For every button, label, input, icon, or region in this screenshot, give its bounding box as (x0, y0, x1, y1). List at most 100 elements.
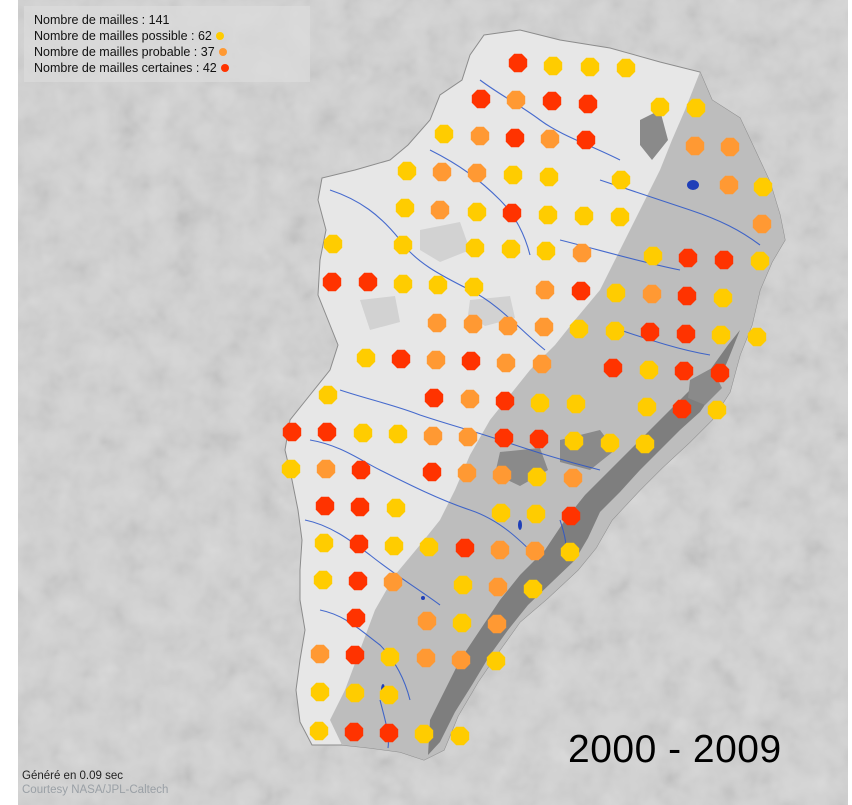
dot-probable (488, 577, 508, 597)
dot-possible (564, 431, 584, 451)
dot-possible (600, 433, 620, 453)
dot-possible (397, 161, 417, 181)
dot-possible (707, 400, 727, 420)
dot-possible (313, 570, 333, 590)
dot-certain (350, 497, 370, 517)
dot-possible (464, 277, 484, 297)
dot-certain (714, 250, 734, 270)
period-label: 2000 - 2009 (568, 728, 782, 771)
dot-certain (542, 91, 562, 111)
dot-possible (574, 206, 594, 226)
dot-possible (650, 97, 670, 117)
dot-certain (282, 422, 302, 442)
dot-certain (349, 534, 369, 554)
dot-possible (686, 98, 706, 118)
dot-probable (467, 163, 487, 183)
dot-certain (502, 203, 522, 223)
dot-probable (426, 350, 446, 370)
dot-certain (674, 361, 694, 381)
legend-certain-dot (220, 64, 229, 72)
dot-possible (580, 57, 600, 77)
dot-possible (539, 167, 559, 187)
dot-certain (576, 130, 596, 150)
dot-possible (747, 327, 767, 347)
legend: Nombre de mailles : 141 Nombre de maille… (34, 12, 229, 76)
dot-possible (318, 385, 338, 405)
dot-probable (572, 243, 592, 263)
dot-certain (578, 94, 598, 114)
dot-certain (345, 645, 365, 665)
courtesy-credit: Courtesy NASA/JPL-Caltech (22, 784, 169, 796)
dot-possible (465, 238, 485, 258)
dot-probable (383, 572, 403, 592)
legend-probable-dot (218, 48, 227, 56)
dot-possible (393, 274, 413, 294)
dot-possible (453, 575, 473, 595)
dot-certain (358, 272, 378, 292)
dot-probable (458, 427, 478, 447)
dot-possible (637, 397, 657, 417)
dot-certain (322, 272, 342, 292)
dot-possible (310, 682, 330, 702)
dot-possible (452, 613, 472, 633)
dot-probable (492, 465, 512, 485)
dot-possible (566, 394, 586, 414)
dot-possible (428, 275, 448, 295)
dot-probable (430, 200, 450, 220)
dot-possible (323, 234, 343, 254)
dot-possible (569, 319, 589, 339)
dot-possible (639, 360, 659, 380)
dot-probable (490, 540, 510, 560)
dot-possible (281, 459, 301, 479)
dot-certain (346, 608, 366, 628)
observation-dots (281, 53, 773, 746)
dot-probable (316, 459, 336, 479)
dot-certain (315, 496, 335, 516)
dot-possible (486, 651, 506, 671)
dot-certain (391, 349, 411, 369)
dot-possible (380, 647, 400, 667)
dot-possible (395, 198, 415, 218)
dot-possible (356, 348, 376, 368)
dot-possible (314, 533, 334, 553)
dot-possible (379, 685, 399, 705)
dot-possible (503, 165, 523, 185)
dot-certain (495, 391, 515, 411)
dot-possible (643, 246, 663, 266)
dot-possible (713, 288, 733, 308)
dot-probable (416, 648, 436, 668)
dot-probable (535, 280, 555, 300)
dot-possible (353, 423, 373, 443)
dot-probable (310, 644, 330, 664)
dot-possible (450, 726, 470, 746)
dot-probable (496, 353, 516, 373)
dot-possible (610, 207, 630, 227)
dot-possible (750, 251, 770, 271)
dot-possible (467, 202, 487, 222)
dot-probable (685, 136, 705, 156)
dot-possible (616, 58, 636, 78)
dot-possible (635, 434, 655, 454)
dot-certain (348, 571, 368, 591)
dot-possible (543, 56, 563, 76)
legend-possible: Nombre de mailles possible : 62 (34, 28, 229, 44)
dot-certain (344, 722, 364, 742)
dot-certain (494, 428, 514, 448)
dot-probable (540, 129, 560, 149)
dot-certain (678, 248, 698, 268)
dot-probable (720, 137, 740, 157)
dot-certain (640, 322, 660, 342)
dot-possible (526, 504, 546, 524)
dot-possible (711, 325, 731, 345)
dot-certain (529, 429, 549, 449)
region-dark-area (428, 330, 740, 755)
dot-certain (455, 538, 475, 558)
dot-certain (505, 128, 525, 148)
dot-possible (384, 536, 404, 556)
river-network (304, 79, 761, 749)
dot-possible (345, 683, 365, 703)
dot-possible (538, 205, 558, 225)
dot-possible (611, 170, 631, 190)
legend-possible-label: Nombre de mailles possible : 62 (34, 29, 212, 43)
